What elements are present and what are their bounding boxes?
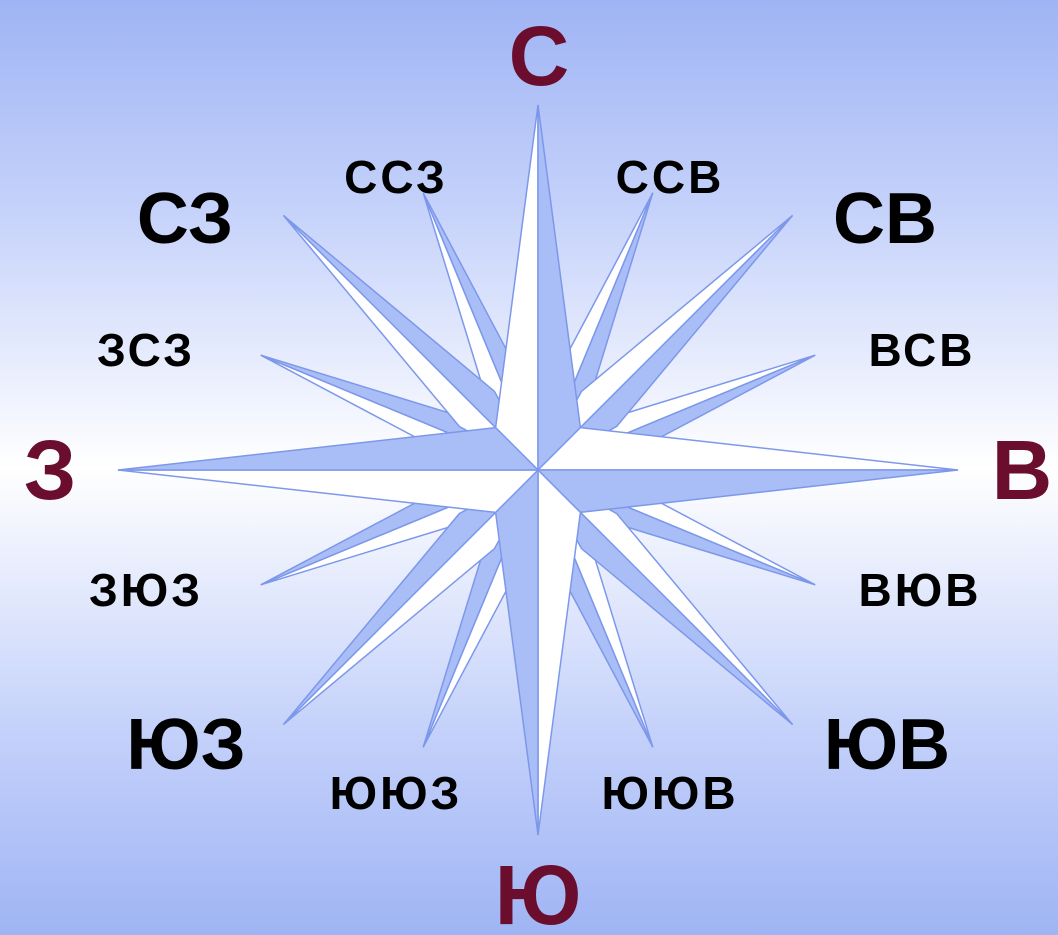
label-nne: ССВ [616, 154, 725, 200]
label-ese: ВЮВ [859, 567, 982, 613]
label-east: В [992, 428, 1053, 512]
label-north: С [509, 14, 570, 98]
label-south: Ю [495, 853, 582, 935]
ray-east-light-half [538, 428, 958, 470]
label-northwest: СЗ [137, 183, 233, 255]
ray-east-shaded-half [538, 470, 958, 512]
label-west: З [24, 428, 77, 512]
ray-south-shaded-half [496, 470, 538, 835]
label-ene: ВСВ [869, 327, 976, 373]
label-nnw: ССЗ [344, 154, 448, 200]
label-sse: ЮЮВ [601, 770, 738, 816]
label-northeast: СВ [833, 183, 937, 255]
label-southeast: ЮВ [824, 709, 950, 781]
label-ssw: ЮЮЗ [330, 770, 463, 816]
ray-north-shaded-half [538, 105, 580, 470]
ray-west-shaded-half [118, 428, 538, 470]
ray-west-light-half [118, 470, 538, 512]
ray-south-light-half [538, 470, 580, 835]
ray-north-light-half [496, 105, 538, 470]
label-wnw: ЗСЗ [97, 327, 195, 373]
label-southwest: ЮЗ [126, 709, 245, 781]
label-wsw: ЗЮЗ [89, 567, 203, 613]
